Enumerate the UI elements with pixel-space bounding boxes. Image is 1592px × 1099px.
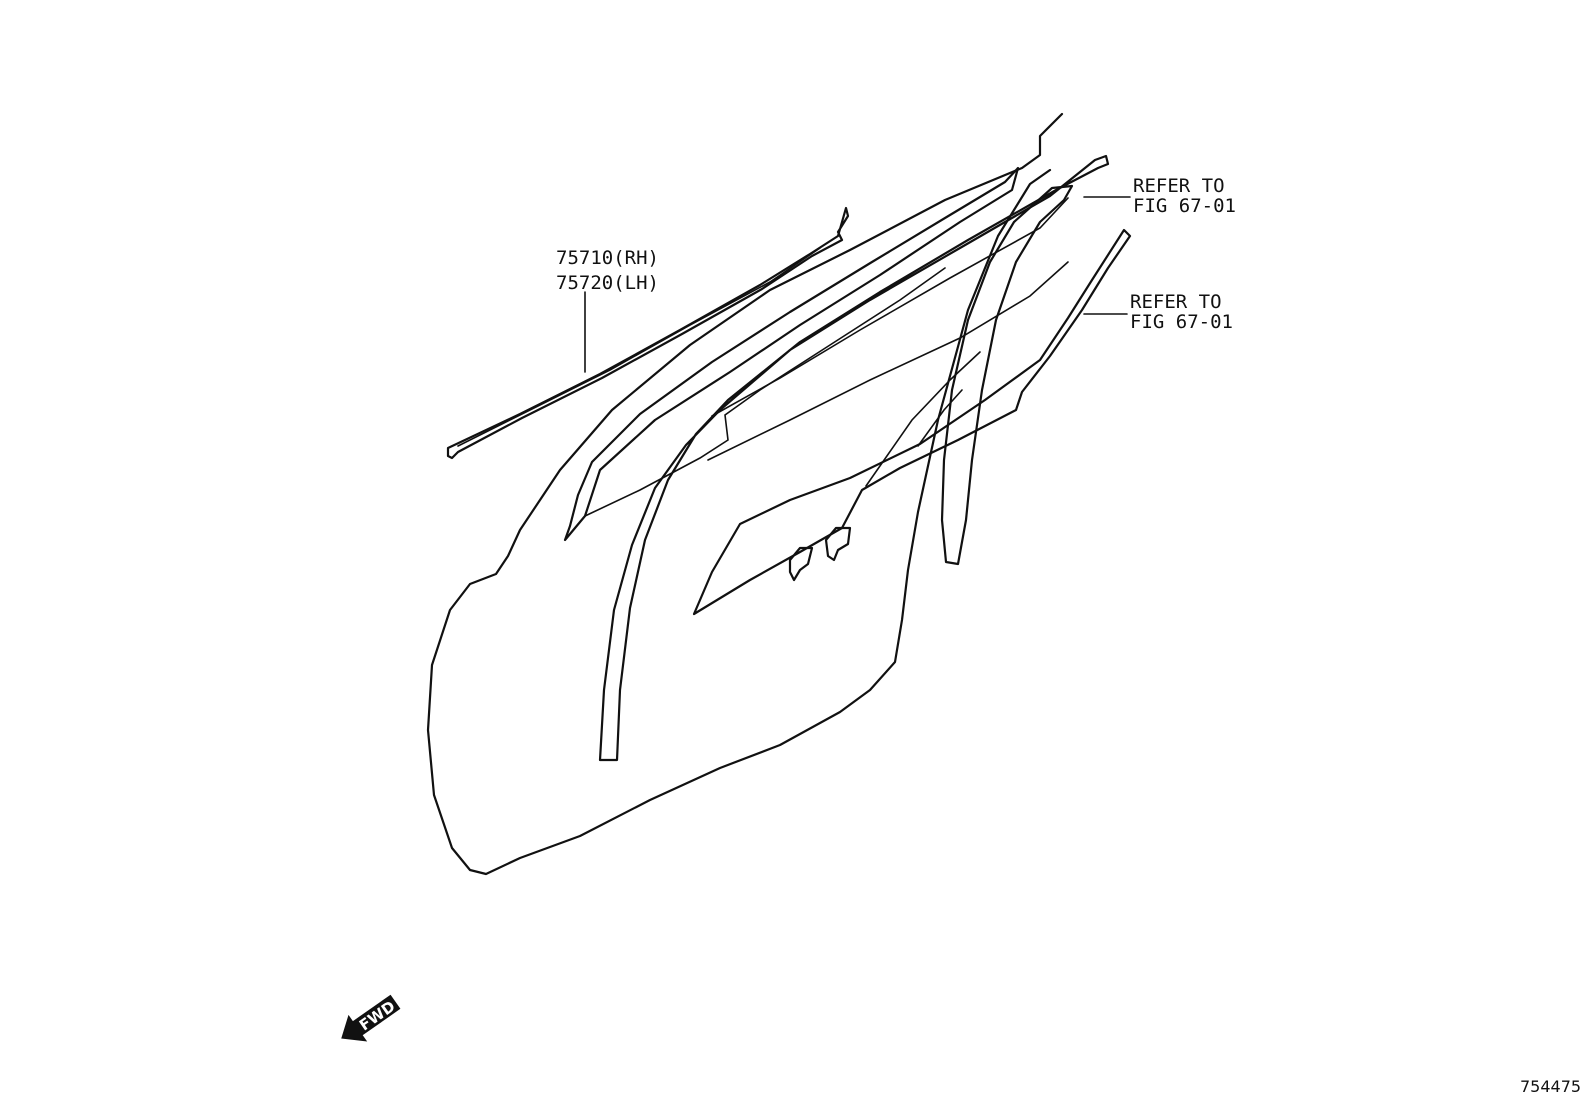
quarter-window-frame <box>563 166 1020 542</box>
refer-lower-line2: FIG 67-01 <box>1130 311 1233 333</box>
door-outer-panel <box>426 112 1064 876</box>
part-number-rh: 75710(RH) <box>556 247 659 269</box>
refer-upper-line1: REFER TO <box>1133 175 1225 197</box>
part-number-lh: 75720(LH) <box>556 272 659 294</box>
belt-moulding-lip <box>457 247 821 447</box>
glass-run-divider <box>865 351 981 487</box>
door-glass-channel-inner <box>711 197 1069 417</box>
glass-bracket-right <box>824 526 852 562</box>
refer-lower-line1: REFER TO <box>1130 291 1222 313</box>
door-glass <box>692 228 1132 616</box>
fwd-arrow-icon: FWD <box>341 994 401 1042</box>
door-glass-edge <box>707 261 1069 461</box>
diagram-id: 754475 <box>1520 1077 1581 1096</box>
quarter-window-inner-edge <box>584 267 946 517</box>
door-glass-channel <box>598 154 1110 762</box>
glass-run-divider-2 <box>917 389 963 447</box>
refer-upper-line2: FIG 67-01 <box>1133 195 1236 217</box>
glass-bracket-left <box>788 546 814 582</box>
